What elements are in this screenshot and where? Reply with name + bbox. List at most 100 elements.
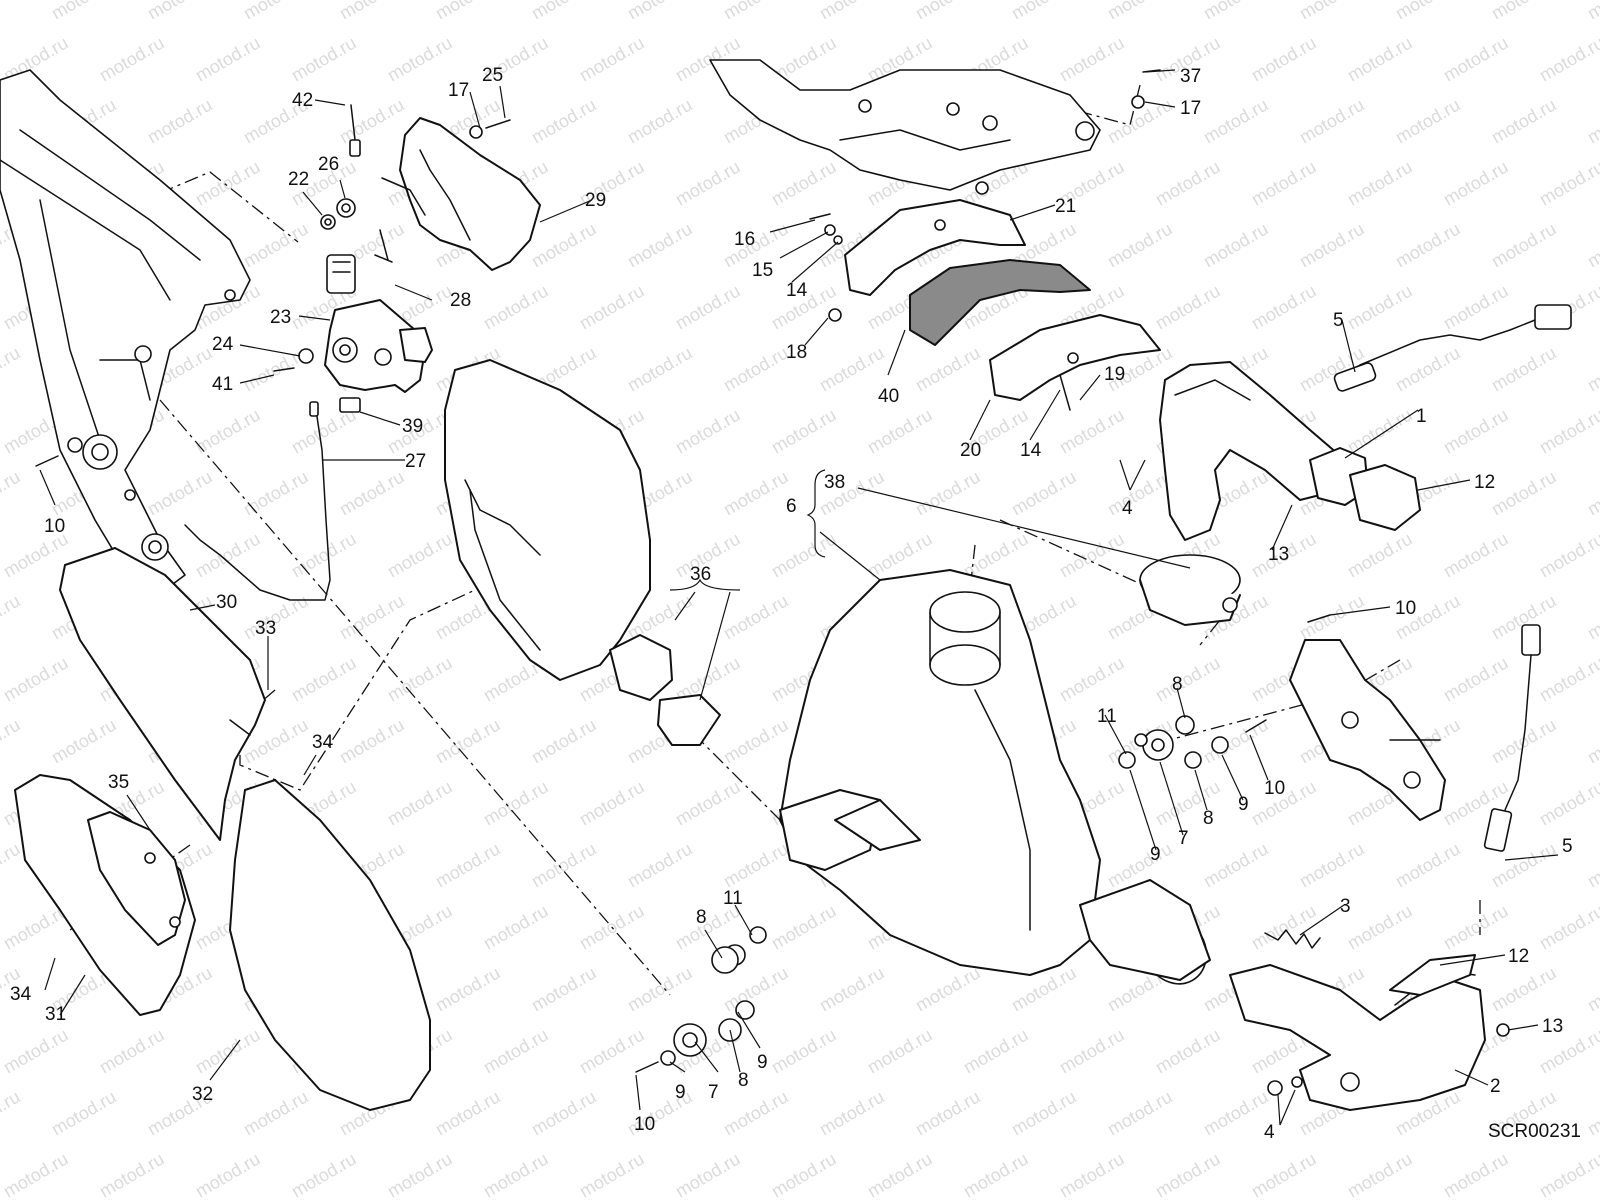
callout-1: 1 [1416, 406, 1427, 427]
watermark-text: motod.ru [1392, 343, 1464, 396]
left-frame [0, 69, 251, 591]
watermark-text: motod.ru [1200, 219, 1272, 272]
callout-42: 42 [292, 90, 313, 111]
watermark-text: motod.ru [768, 1149, 840, 1200]
watermark-text: motod.ru [1008, 0, 1080, 23]
watermark-text: motod.ru [1584, 467, 1600, 520]
mounting-hardware-right [1118, 614, 1331, 769]
callout-40: 40 [878, 386, 899, 407]
watermark-text: motod.ru [1392, 839, 1464, 892]
watermark-text: motod.ru [1392, 0, 1464, 23]
watermark-text: motod.ru [624, 0, 696, 23]
watermark-text: motod.ru [576, 1149, 648, 1200]
watermark-text: motod.ru [1104, 0, 1176, 23]
callout-15: 15 [752, 260, 773, 281]
callout-12: 12 [1474, 472, 1495, 493]
callout-13-lower: 13 [1542, 1016, 1563, 1037]
watermark-text: motod.ru [384, 653, 456, 706]
callout-7-right: 7 [1178, 828, 1189, 849]
watermark-text: motod.ru [528, 0, 600, 23]
watermark-text: motod.ru [1056, 1025, 1128, 1078]
watermark-text: motod.ru [1584, 715, 1600, 768]
watermark-text: motod.ru [1584, 839, 1600, 892]
watermark-text: motod.ru [912, 963, 984, 1016]
watermark-text: motod.ru [1584, 95, 1600, 148]
watermark-text: motod.ru [1200, 1087, 1272, 1140]
watermark-text: motod.ru [384, 529, 456, 582]
leader-lines [39, 69, 1559, 1126]
watermark-text: motod.ru [1392, 95, 1464, 148]
left-silencer [444, 359, 721, 746]
callout-38: 38 [824, 472, 845, 493]
watermark-text: motod.ru [192, 157, 264, 210]
watermark-text: motod.ru [1440, 281, 1512, 334]
watermark-text: motod.ru [480, 281, 552, 334]
watermark-text: motod.ru [48, 1087, 120, 1140]
callout-17: 17 [448, 80, 469, 101]
callout-13: 13 [1268, 544, 1289, 565]
watermark-text: motod.ru [1296, 591, 1368, 644]
watermark-text: motod.ru [1200, 839, 1272, 892]
watermark-text: motod.ru [192, 529, 264, 582]
callout-8-right: 8 [1172, 674, 1183, 695]
watermark-text: motod.ru [624, 343, 696, 396]
watermark-text: motod.ru [1440, 901, 1512, 954]
callout-17-right: 17 [1180, 98, 1201, 119]
callout-8: 8 [696, 907, 707, 928]
watermark-text: motod.ru [1584, 963, 1600, 1016]
watermark-text: motod.ru [0, 839, 24, 892]
callout-8-lower: 8 [738, 1070, 749, 1091]
callout-26: 26 [318, 154, 339, 175]
watermark-text: motod.ru [1152, 653, 1224, 706]
watermark-text: motod.ru [1440, 33, 1512, 86]
callout-19: 19 [1104, 364, 1125, 385]
watermark-text: motod.ru [816, 343, 888, 396]
watermark-text: motod.ru [720, 1087, 792, 1140]
watermark-text: motod.ru [96, 33, 168, 86]
watermark-text: motod.ru [96, 1149, 168, 1200]
watermark-text: motod.ru [0, 467, 24, 520]
callout-33: 33 [255, 618, 276, 639]
watermark-text: motod.ru [480, 1025, 552, 1078]
heat-shield-29 [381, 117, 541, 271]
watermark-text: motod.ru [0, 591, 24, 644]
watermark-text: motod.ru [0, 343, 24, 396]
callout-4: 4 [1122, 498, 1133, 519]
watermark-text: motod.ru [528, 95, 600, 148]
watermark-text: motod.ru [1056, 653, 1128, 706]
watermark-text: motod.ru [720, 0, 792, 23]
watermark-text: motod.ru [576, 281, 648, 334]
watermark-text: motod.ru [624, 219, 696, 272]
exhaust-pipe-2 [1229, 929, 1510, 1111]
watermark-text: motod.ru [528, 1087, 600, 1140]
callout-11-right: 11 [1097, 706, 1117, 727]
watermark-text: motod.ru [1536, 529, 1600, 582]
callout-9-right-lower: 9 [1150, 844, 1161, 865]
callout-28: 28 [450, 290, 471, 311]
callout-37: 37 [1180, 66, 1201, 87]
heat-shield-31 [14, 774, 196, 1016]
watermark-text: motod.ru [1152, 1149, 1224, 1200]
watermark-text: motod.ru [816, 1087, 888, 1140]
watermark-text: motod.ru [336, 591, 408, 644]
watermark-text: motod.ru [0, 1025, 72, 1078]
watermark-text: motod.ru [288, 653, 360, 706]
watermark-text: motod.ru [960, 529, 1032, 582]
watermark-text: motod.ru [48, 715, 120, 768]
callout-9-lower: 9 [675, 1082, 686, 1103]
watermark-text: motod.ru [960, 1025, 1032, 1078]
callout-32: 32 [192, 1084, 213, 1105]
watermark-text: motod.ru [720, 839, 792, 892]
heat-shield-32 [229, 779, 431, 1111]
watermark-text: motod.ru [912, 343, 984, 396]
heat-shield-30 [59, 547, 266, 841]
watermark-text: motod.ru [192, 33, 264, 86]
watermark-text: motod.ru [480, 901, 552, 954]
watermark-text: motod.ru [672, 281, 744, 334]
watermark-text: motod.ru [288, 33, 360, 86]
callout-9-right: 9 [1238, 794, 1249, 815]
watermark-text: motod.ru [528, 715, 600, 768]
watermark-text: motod.ru [1440, 405, 1512, 458]
watermark-text: motod.ru [1056, 405, 1128, 458]
